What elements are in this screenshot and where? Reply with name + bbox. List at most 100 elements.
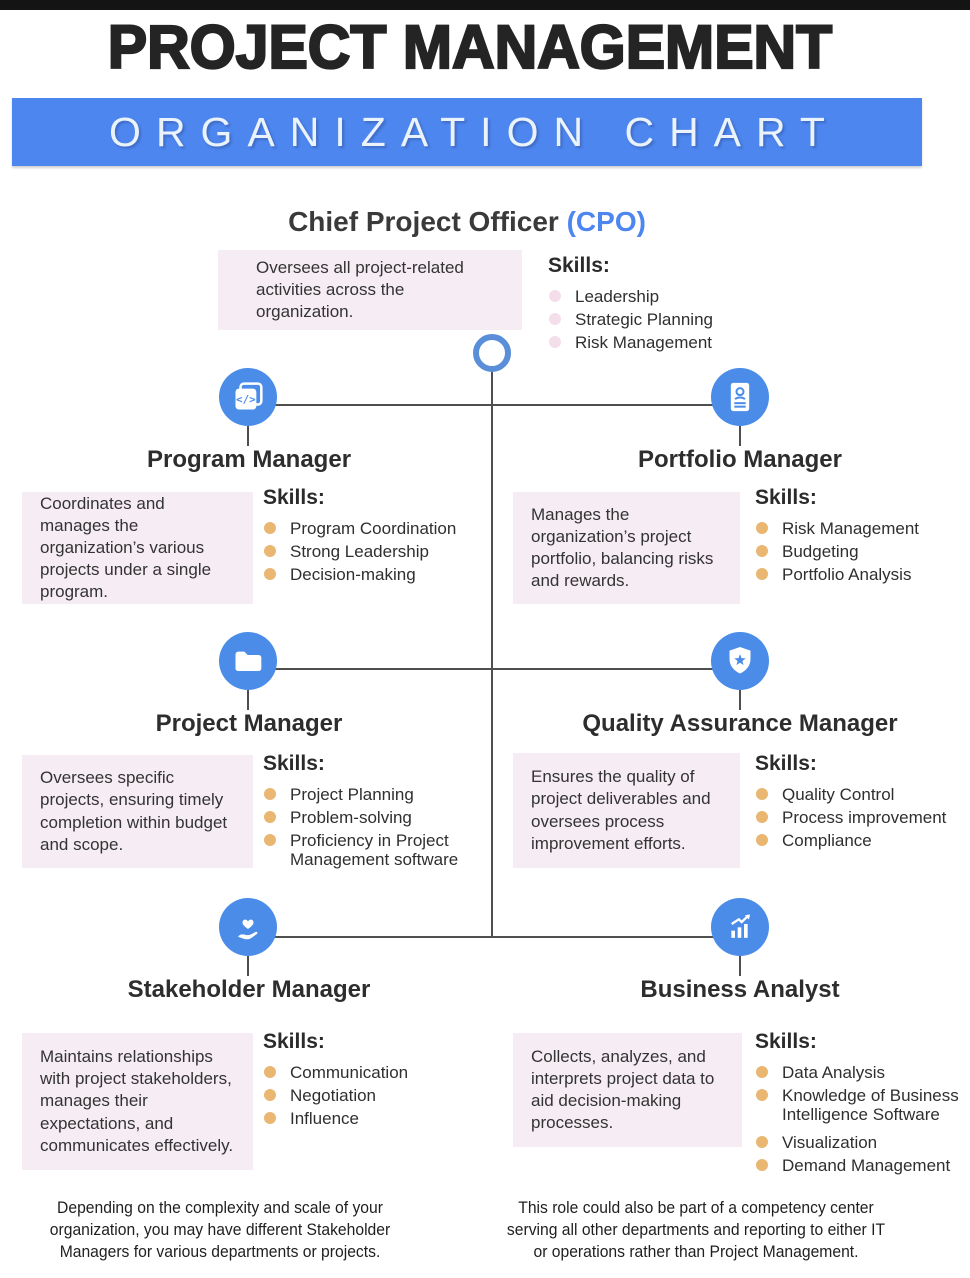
id-card-icon xyxy=(711,368,769,426)
role-description-box: Maintains relationships with project sta… xyxy=(22,1033,253,1170)
skills-label: Skills: xyxy=(263,752,325,775)
skill-item: Program Coordination xyxy=(263,519,481,538)
skill-item: Budgeting xyxy=(755,542,970,561)
role-description-box: Oversees specific projects, ensuring tim… xyxy=(22,755,253,868)
skill-item: Communication xyxy=(263,1063,481,1082)
skill-item: Influence xyxy=(263,1109,481,1128)
skills-label: Skills: xyxy=(548,254,610,277)
skill-item: Knowledge of Business Intelligence Softw… xyxy=(755,1086,970,1124)
stub-line xyxy=(739,956,741,976)
bullet-icon xyxy=(264,788,276,800)
skill-item: Decision-making xyxy=(263,565,481,584)
skill-item: Compliance xyxy=(755,831,970,850)
heart-hand-icon xyxy=(219,898,277,956)
bullet-icon xyxy=(756,1136,768,1149)
bar-chart-icon xyxy=(711,898,769,956)
bullet-icon xyxy=(264,522,276,534)
role-description-box: Collects, analyzes, and interprets proje… xyxy=(513,1033,742,1147)
skill-item: Strategic Planning xyxy=(548,310,766,329)
banner: ORGANIZATION CHART xyxy=(12,98,922,166)
bullet-icon xyxy=(756,811,768,824)
skills-label: Skills: xyxy=(263,1030,325,1053)
shield-star-icon xyxy=(711,632,769,690)
bullet-icon xyxy=(549,313,561,326)
bullet-icon xyxy=(756,545,768,558)
role-description-box: Manages the organization’s project portf… xyxy=(513,492,740,604)
bullet-icon xyxy=(264,811,276,824)
cpo-description-box: Oversees all project-related activities … xyxy=(218,250,522,330)
folder-icon xyxy=(219,632,277,690)
role-title: Portfolio Manager xyxy=(637,446,842,473)
page-title: PROJECT MANAGEMENT xyxy=(107,12,834,83)
skill-item: Visualization xyxy=(755,1133,970,1152)
footnote-left: Depending on the complexity and scale of… xyxy=(49,1199,391,1261)
role-skills: Skills: Risk Management Budgeting Portfo… xyxy=(755,486,970,588)
skills-label: Skills: xyxy=(755,486,817,509)
role-title: Business Analyst xyxy=(640,976,840,1003)
stub-line xyxy=(739,690,741,710)
row2-horizontal-line xyxy=(248,668,740,670)
skill-item: Strong Leadership xyxy=(263,542,481,561)
cpo-abbr: (CPO) xyxy=(566,206,646,237)
cpo-connector-node xyxy=(473,334,511,372)
role-title: Stakeholder Manager xyxy=(127,976,371,1003)
skill-item: Portfolio Analysis xyxy=(755,565,970,584)
role-title: Project Manager xyxy=(155,710,343,737)
stub-line xyxy=(247,956,249,976)
center-vertical-line xyxy=(491,371,493,938)
skill-item: Process improvement xyxy=(755,808,970,827)
skill-item: Risk Management xyxy=(548,333,766,352)
svg-text:</>: </> xyxy=(236,393,256,406)
role-skills: Skills: Communication Negotiation Influe… xyxy=(263,1030,481,1132)
skill-item: Quality Control xyxy=(755,785,970,804)
role-description-box: Coordinates and manages the organization… xyxy=(22,492,253,604)
skill-item: Leadership xyxy=(548,287,766,306)
cpo-skills-list: Leadership Strategic Planning Risk Manag… xyxy=(548,287,766,352)
skills-label: Skills: xyxy=(755,752,817,775)
skill-item: Project Planning xyxy=(263,785,481,804)
skill-item: Negotiation xyxy=(263,1086,481,1105)
cpo-title: Chief Project Officer xyxy=(288,206,559,237)
skills-label: Skills: xyxy=(263,486,325,509)
cpo-heading: Chief Project Officer (CPO) xyxy=(0,206,934,238)
bullet-icon xyxy=(756,568,768,581)
role-skills: Skills: Program Coordination Strong Lead… xyxy=(263,486,481,588)
bullet-icon xyxy=(756,834,768,847)
bullet-icon xyxy=(756,522,768,534)
role-skills: Skills: Data Analysis Knowledge of Busin… xyxy=(755,1030,970,1179)
stub-line xyxy=(247,690,249,710)
bullet-icon xyxy=(549,336,561,349)
bullet-icon xyxy=(756,1089,768,1102)
code-icon: </> xyxy=(219,368,277,426)
bullet-icon xyxy=(549,290,561,302)
banner-title: ORGANIZATION CHART xyxy=(109,108,840,155)
cpo-description: Oversees all project-related activities … xyxy=(256,257,464,322)
stub-line xyxy=(247,426,249,446)
skill-item: Risk Management xyxy=(755,519,970,538)
skill-item: Problem-solving xyxy=(263,808,481,827)
bullet-icon xyxy=(756,1066,768,1078)
row1-horizontal-line xyxy=(248,404,740,406)
bullet-icon xyxy=(264,545,276,558)
bullet-icon xyxy=(264,1066,276,1078)
bullet-icon xyxy=(264,1112,276,1125)
cpo-skills: Skills: Leadership Strategic Planning Ri… xyxy=(548,254,766,356)
skill-item: Demand Management xyxy=(755,1156,970,1175)
bullet-icon xyxy=(756,1159,768,1172)
role-description-box: Ensures the quality of project deliverab… xyxy=(513,753,740,868)
role-title: Quality Assurance Manager xyxy=(582,710,898,737)
skill-item: Proficiency in Project Management softwa… xyxy=(263,831,481,869)
bullet-icon xyxy=(264,834,276,847)
skill-item: Data Analysis xyxy=(755,1063,970,1082)
bullet-icon xyxy=(264,568,276,581)
top-black-bar xyxy=(0,0,970,10)
role-skills: Skills: Quality Control Process improvem… xyxy=(755,752,970,854)
row3-horizontal-line xyxy=(248,936,740,938)
stub-line xyxy=(739,426,741,446)
bullet-icon xyxy=(756,788,768,800)
bullet-icon xyxy=(264,1089,276,1102)
footnote-right: This role could also be part of a compet… xyxy=(506,1199,886,1261)
skills-label: Skills: xyxy=(755,1030,817,1053)
role-skills: Skills: Project Planning Problem-solving… xyxy=(263,752,481,873)
